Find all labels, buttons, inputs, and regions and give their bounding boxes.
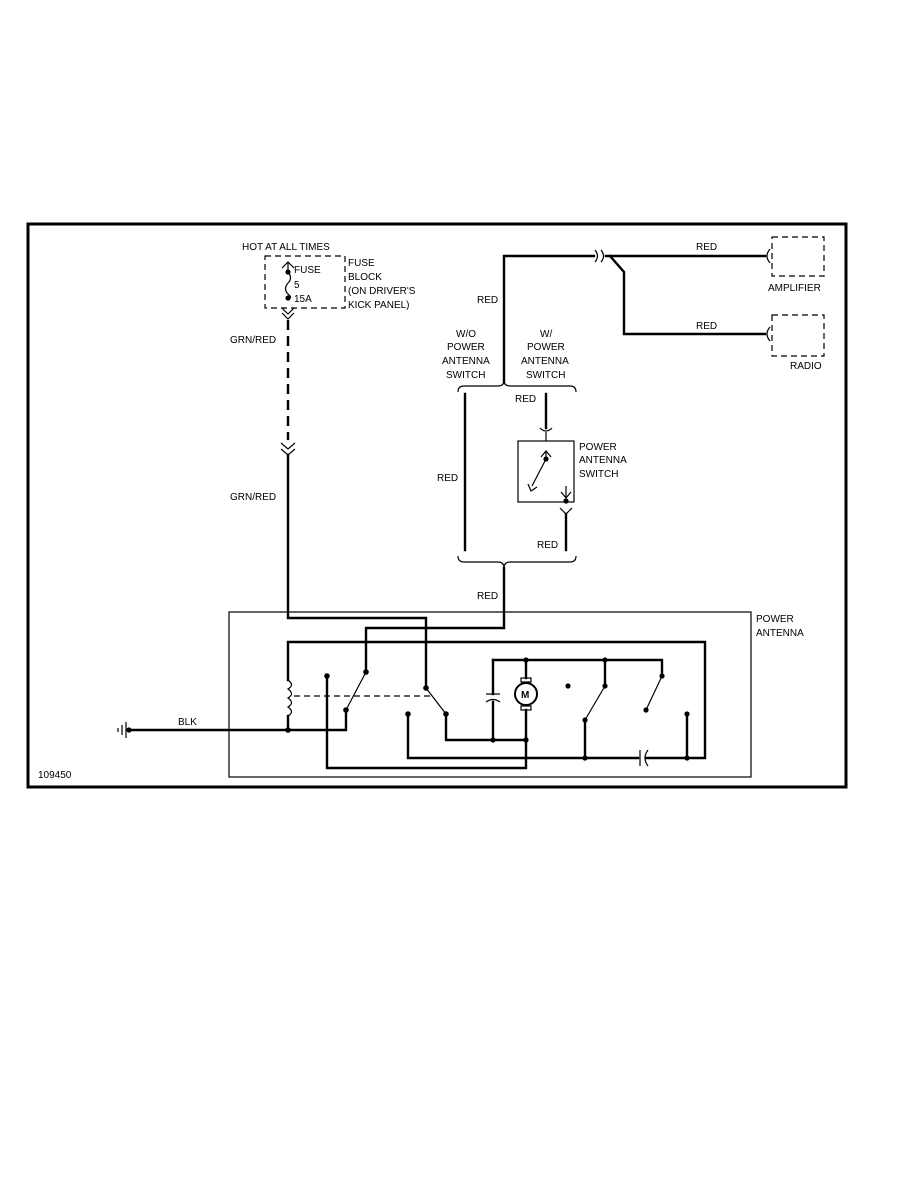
relay-contact-right (405, 685, 640, 760)
lower-option-brace (457, 555, 577, 569)
diagram-frame (26, 222, 848, 789)
wo-switch-label-2: POWER (447, 342, 485, 353)
power-antenna-switch-label-2: ANTENNA (579, 455, 627, 466)
motor-label: M (521, 690, 529, 701)
grn-red-connector (280, 442, 296, 456)
radio-component (766, 314, 825, 357)
figure-number: 109450 (38, 770, 72, 781)
red-switch-out-label: RED (537, 540, 558, 551)
amplifier-component (766, 236, 825, 277)
suppression-capacitor (485, 658, 501, 743)
limit-switch-2 (643, 673, 690, 761)
fuse-block-label-1: FUSE (348, 258, 375, 269)
grn-red-wire (286, 453, 428, 690)
grn-red-label-lower: GRN/RED (230, 492, 276, 503)
red-left-branch-label: RED (437, 473, 458, 484)
fuse-block-label-4: KICK PANEL) (348, 300, 410, 311)
antenna-motor: M (491, 657, 664, 743)
w-switch-label-3: ANTENNA (521, 356, 569, 367)
fuse-block: FUSE 5 15A (264, 255, 346, 320)
wo-switch-label-1: W/O (456, 329, 476, 340)
power-antenna-label-1: POWER (756, 614, 794, 625)
grn-red-label-upper: GRN/RED (230, 335, 276, 346)
power-antenna-switch-label-3: SWITCH (579, 469, 618, 480)
lower-capacitor (639, 749, 689, 767)
red-feed-connector (594, 249, 605, 263)
red-to-radio-label: RED (696, 321, 717, 332)
wo-switch-label-3: ANTENNA (442, 356, 490, 367)
hot-at-all-times-label: HOT AT ALL TIMES (242, 242, 330, 253)
fuse-block-label-2: BLOCK (348, 272, 382, 283)
fuse-label: FUSE (294, 265, 321, 276)
radio-label: RADIO (790, 361, 822, 372)
limit-switch-1 (565, 657, 608, 761)
red-switch-in-label: RED (515, 394, 536, 405)
limit-feed-wire (325, 674, 528, 770)
fuse-block-label-3: (ON DRIVER'S (348, 286, 416, 297)
blk-label: BLK (178, 717, 197, 728)
amplifier-label: AMPLIFIER (768, 283, 821, 294)
w-switch-label-2: POWER (527, 342, 565, 353)
wo-switch-label-4: SWITCH (446, 370, 485, 381)
w-switch-label-1: W/ (540, 329, 552, 340)
red-to-amplifier-label: RED (696, 242, 717, 253)
power-antenna-switch (517, 427, 575, 515)
red-feed-wire (502, 254, 596, 385)
red-to-antenna-wire (364, 566, 506, 674)
fuse-amps-label: 15A (294, 294, 312, 305)
power-antenna-switch-label-1: POWER (579, 442, 617, 453)
red-radio-wire (608, 254, 767, 336)
red-to-antenna-label: RED (477, 591, 498, 602)
upper-option-brace (457, 379, 577, 393)
power-antenna-enclosure (228, 611, 752, 778)
w-switch-label-4: SWITCH (526, 370, 565, 381)
red-vertical-top-label: RED (477, 295, 498, 306)
relay-contact-left (286, 669, 369, 732)
fuse-number-label: 5 (294, 280, 300, 291)
power-antenna-label-2: ANTENNA (756, 628, 804, 639)
